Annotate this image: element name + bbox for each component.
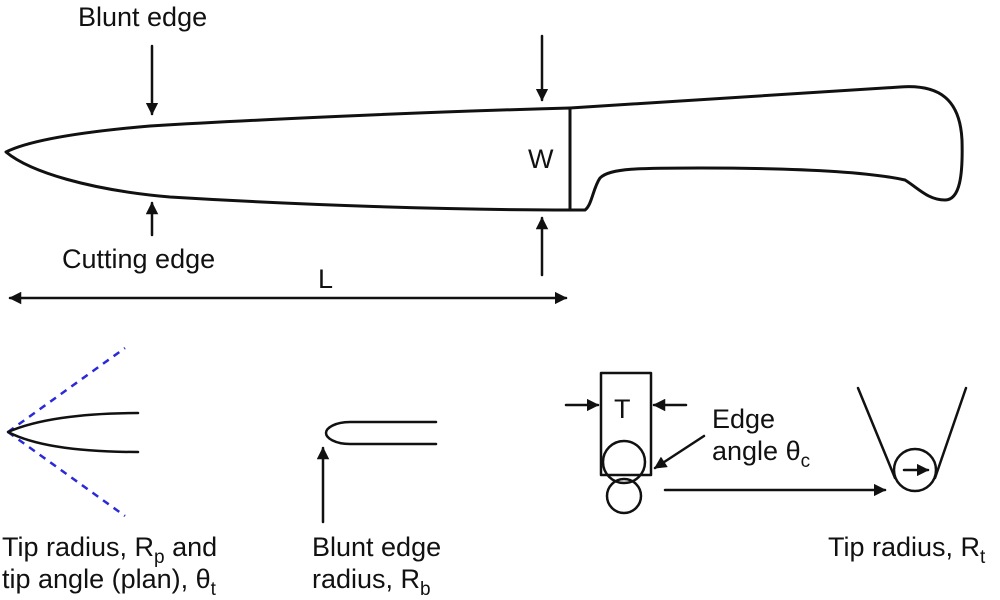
edge-angle-arrow: [653, 434, 706, 470]
blunt-edge-label: Blunt edge: [78, 2, 207, 32]
tip-angle-line-lower: [7, 430, 126, 518]
blunt-caption-line1: Blunt edge: [312, 532, 441, 562]
edge-circle-lower: [605, 477, 643, 515]
edge-tip-circle: [892, 447, 938, 493]
edge-flank-right: [933, 386, 968, 480]
edge-tip-caption: Tip radius, Rt: [828, 532, 986, 568]
blade-section-rect: [599, 371, 653, 477]
tip-caption-line2: tip angle (plan), θt: [2, 564, 217, 600]
tip-plan-view: [6, 346, 140, 518]
knife-outline: [4, 85, 964, 212]
width-label: W: [528, 144, 554, 174]
blunt-caption-line2: radius, Rb: [312, 564, 431, 600]
blunt-edge-profile: [324, 420, 438, 446]
edge-angle-line1: Edge: [712, 404, 775, 434]
edge-cross-section: T: [564, 371, 887, 515]
length-label: L: [318, 264, 333, 294]
tip-angle-line-upper: [7, 346, 126, 434]
knife-handle: [568, 85, 964, 212]
edge-tip-view: [856, 386, 968, 493]
blunt-edge-view: [316, 420, 438, 524]
edge-angle-line2: angle θc: [712, 436, 810, 472]
tip-profile: [6, 411, 140, 454]
cutting-edge-label: Cutting edge: [62, 244, 215, 274]
knife-blade: [4, 106, 572, 212]
edge-flank-left: [856, 386, 897, 480]
edge-circle-upper: [601, 439, 647, 485]
thickness-label: T: [614, 394, 631, 424]
tip-caption-line1: Tip radius, Rp and: [2, 532, 217, 568]
